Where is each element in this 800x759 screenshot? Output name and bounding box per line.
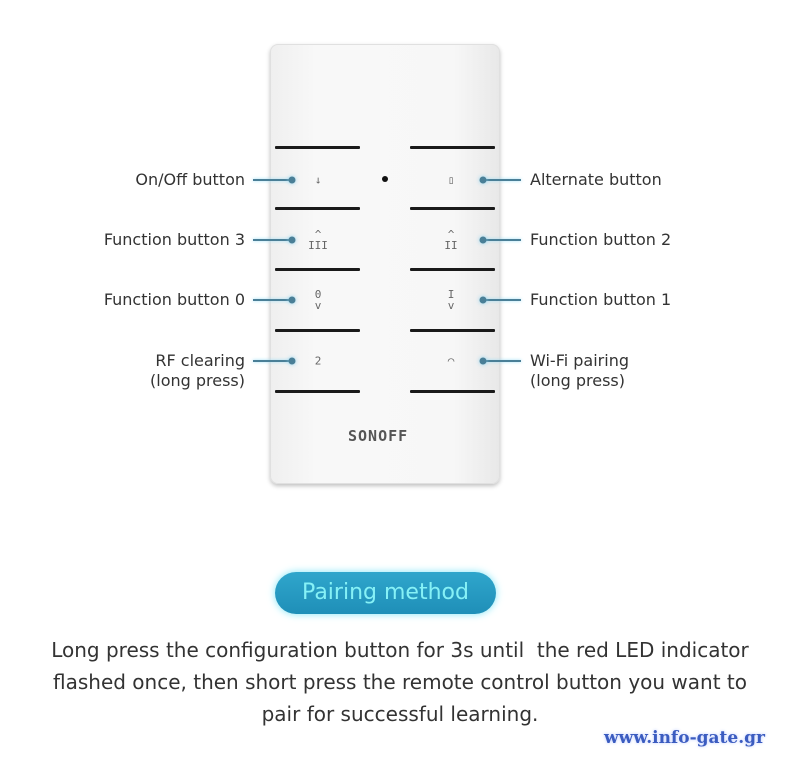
button-divider [275,207,360,210]
label-line: (long press) [150,371,245,390]
label-line: Wi-Fi pairing [530,351,629,370]
callout-dot [479,236,487,244]
button-divider [410,146,495,149]
leader-line [253,299,293,301]
callout-dot [288,236,296,244]
description-line: pair for successful learning. [261,702,539,726]
button-divider [410,329,495,332]
button-divider [410,390,495,393]
button-divider [410,268,495,271]
alternate-icon[interactable]: ▯ [447,173,455,187]
label-wifi-pairing: Wi-Fi pairing (long press) [530,351,629,391]
leader-line [253,360,293,362]
leader-line [483,179,521,181]
label-on-off: On/Off button [135,170,245,189]
callout-dot [479,176,487,184]
sonoff-logo: SONOFF [348,427,409,445]
description-line: flashed once, then short press the remot… [53,670,747,694]
button-divider [275,146,360,149]
label-rf-clearing: RF clearing (long press) [150,351,245,391]
power-icon[interactable]: ↓ [314,173,322,187]
label-function-3: Function button 3 [103,230,245,249]
button-divider [410,207,495,210]
pairing-method-badge: Pairing method [275,572,496,614]
pairing-description: Long press the configuration button for … [20,634,780,730]
label-function-0: Function button 0 [103,290,245,309]
remote-control [270,44,500,484]
label-line: (long press) [530,371,625,390]
callout-dot [288,296,296,304]
leader-line [253,239,293,241]
function-3-icon[interactable]: ^III [308,228,328,252]
callout-dot [288,357,296,365]
wifi-icon[interactable]: ◠ [447,354,455,368]
callout-dot [479,357,487,365]
label-function-1: Function button 1 [530,290,672,309]
label-line: RF clearing [155,351,245,370]
label-function-2: Function button 2 [530,230,672,249]
label-alternate: Alternate button [530,170,662,189]
led-indicator [382,176,388,182]
leader-line [483,239,521,241]
function-2-icon[interactable]: ^II [444,228,458,252]
description-line: Long press the configuration button for … [51,638,749,662]
leader-line [253,179,293,181]
button-divider [275,268,360,271]
button-divider [275,390,360,393]
rf-clear-icon[interactable]: 2 [314,354,322,368]
callout-dot [479,296,487,304]
button-divider [275,329,360,332]
leader-line [483,360,521,362]
callout-dot [288,176,296,184]
leader-line [483,299,521,301]
watermark: www.info-gate.gr [604,728,765,748]
